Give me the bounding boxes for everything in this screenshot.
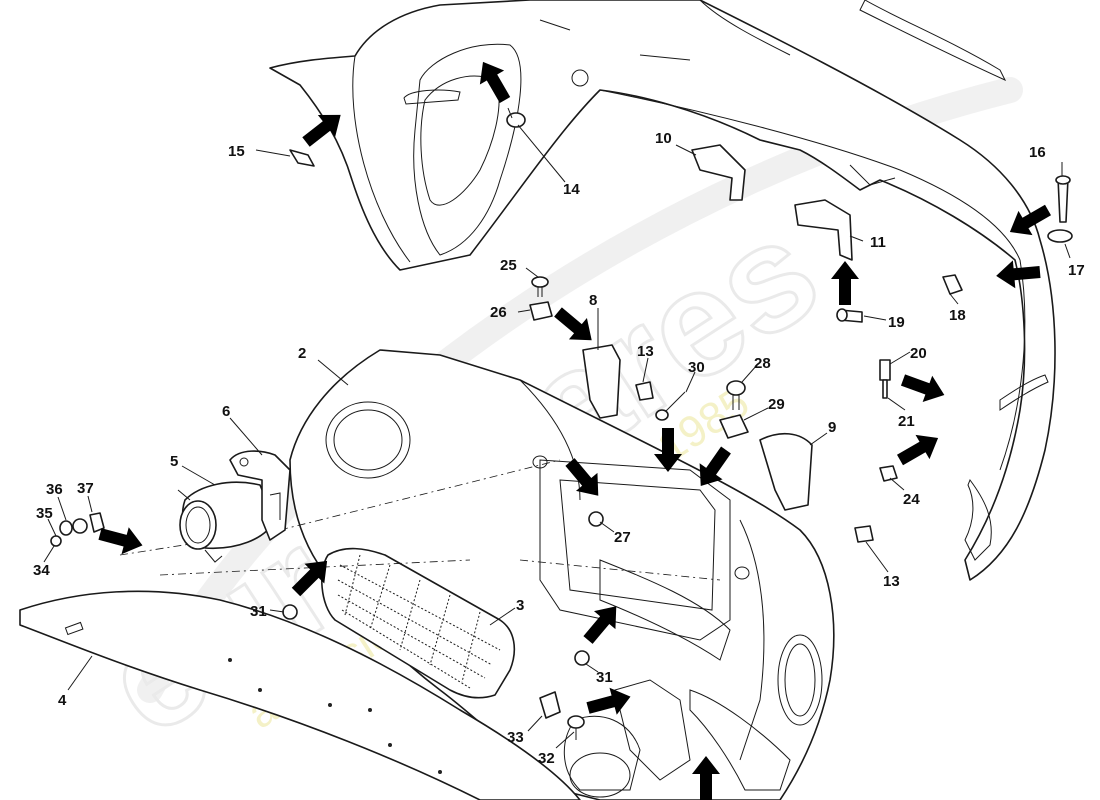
callout-13-upper: 13 <box>637 343 654 360</box>
callout-31-left: 31 <box>250 603 267 620</box>
callout-28: 28 <box>754 355 771 372</box>
callout-3: 3 <box>516 597 524 614</box>
leader-lines <box>43 124 1071 749</box>
callout-30: 30 <box>688 359 705 376</box>
callout-24: 24 <box>903 491 920 508</box>
callout-25: 25 <box>500 257 517 274</box>
mesh-grille <box>321 547 516 699</box>
callout-4: 4 <box>58 692 67 709</box>
callout-8: 8 <box>589 292 597 309</box>
callout-6: 6 <box>222 403 230 420</box>
direction-arrows <box>98 61 1051 800</box>
hardware <box>50 107 1073 740</box>
callout-10: 10 <box>655 130 672 147</box>
diffuser-panel <box>19 590 581 800</box>
callout-29: 29 <box>768 396 785 413</box>
callout-labels: 15 14 10 16 11 17 25 8 26 18 19 13 20 2 … <box>33 130 1085 767</box>
upper-bumper-cover <box>269 0 1056 581</box>
callout-33: 33 <box>507 729 524 746</box>
exhaust-tailpipe <box>177 481 276 563</box>
callout-19: 19 <box>888 314 905 331</box>
callout-16: 16 <box>1029 144 1046 161</box>
callout-18: 18 <box>949 307 966 324</box>
callout-21: 21 <box>898 413 915 430</box>
callout-20: 20 <box>910 345 927 362</box>
callout-36: 36 <box>46 481 63 498</box>
callout-26: 26 <box>490 304 507 321</box>
callout-35: 35 <box>36 505 53 522</box>
callout-31-right: 31 <box>596 669 613 686</box>
callout-14: 14 <box>563 181 580 198</box>
callout-5: 5 <box>170 453 178 470</box>
callout-2: 2 <box>298 345 306 362</box>
callout-13-lower: 13 <box>883 573 900 590</box>
callout-37: 37 <box>77 480 94 497</box>
callout-9: 9 <box>828 419 836 436</box>
exhaust-bracket <box>229 450 291 541</box>
callout-27: 27 <box>614 529 631 546</box>
callout-34: 34 <box>33 562 50 579</box>
callout-32: 32 <box>538 750 555 767</box>
callout-15: 15 <box>228 143 245 160</box>
callout-17: 17 <box>1068 262 1085 279</box>
callout-11: 11 <box>870 234 886 251</box>
